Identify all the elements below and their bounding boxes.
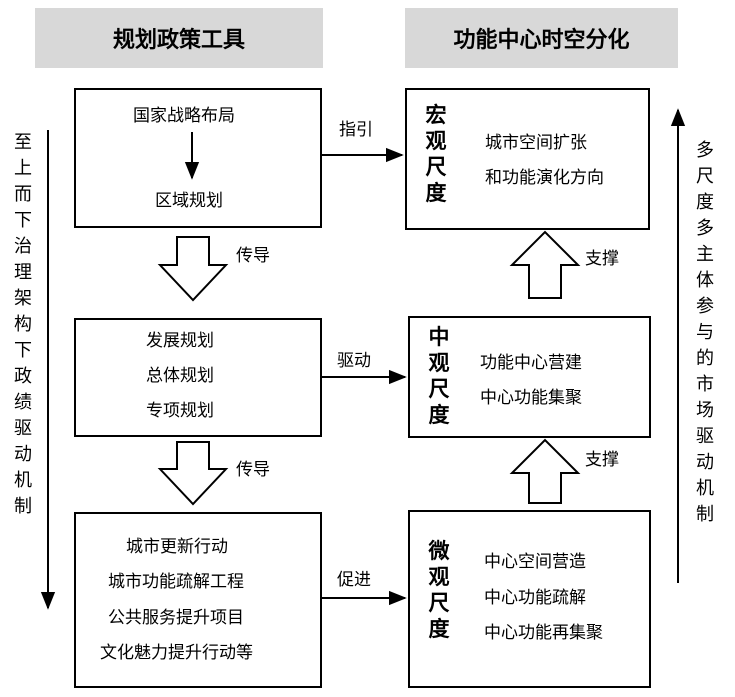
support-arrow-2	[509, 438, 581, 504]
drive-label: 驱动	[337, 351, 371, 371]
micro-scale-box: 微观 尺度 中心空间营造 中心功能疏解 中心功能再集聚	[408, 510, 651, 688]
regional-planning-text: 区域规划	[155, 191, 223, 211]
meso-item: 功能中心营建	[480, 353, 582, 373]
action-item: 城市功能疏解工程	[108, 572, 244, 592]
meso-scale-label: 中观 尺度	[428, 325, 450, 427]
guide-label: 指引	[339, 120, 373, 140]
transmit-label-1: 传导	[236, 246, 270, 266]
top-down-mechanism-label: 至上 而下 治理 架构 下政 绩驱 动机 制	[14, 132, 32, 517]
transmit-arrow-2	[157, 441, 229, 506]
transmit-label-2: 传导	[236, 460, 270, 480]
left-header: 规划政策工具	[35, 8, 323, 68]
planning-item: 专项规划	[146, 401, 214, 421]
transmit-arrow-1	[157, 236, 229, 302]
micro-scale-label: 微观 尺度	[428, 539, 450, 641]
action-item: 公共服务提升项目	[108, 608, 244, 628]
meso-item: 中心功能集聚	[480, 388, 582, 408]
micro-item: 中心空间营造	[484, 552, 586, 572]
support-label-2: 支撑	[585, 450, 619, 470]
macro-item: 和功能演化方向	[485, 168, 604, 188]
market-mechanism-label: 多尺 度多 主体 参与 的市 场驱 动机 制	[696, 140, 714, 525]
macro-item: 城市空间扩张	[485, 133, 587, 153]
meso-scale-box: 中观 尺度 功能中心营建 中心功能集聚	[408, 316, 651, 438]
macro-scale-box: 宏观 尺度 城市空间扩张 和功能演化方向	[405, 88, 650, 230]
action-item: 文化魅力提升行动等	[100, 643, 253, 663]
micro-item: 中心功能再集聚	[484, 623, 603, 643]
promote-label: 促进	[337, 570, 371, 590]
right-header: 功能中心时空分化	[405, 8, 678, 68]
action-item: 城市更新行动	[126, 537, 228, 557]
support-label-1: 支撑	[585, 249, 619, 269]
macro-scale-label: 宏观 尺度	[425, 103, 447, 205]
planning-item: 总体规划	[146, 366, 214, 386]
support-arrow-1	[509, 230, 581, 299]
micro-item: 中心功能疏解	[484, 588, 586, 608]
planning-box: 发展规划 总体规划 专项规划	[74, 318, 322, 437]
action-box: 城市更新行动 城市功能疏解工程 公共服务提升项目 文化魅力提升行动等	[74, 512, 322, 688]
national-strategy-box: 国家战略布局 区域规划	[74, 88, 322, 228]
planning-item: 发展规划	[146, 331, 214, 351]
national-strategy-text: 国家战略布局	[133, 106, 235, 126]
